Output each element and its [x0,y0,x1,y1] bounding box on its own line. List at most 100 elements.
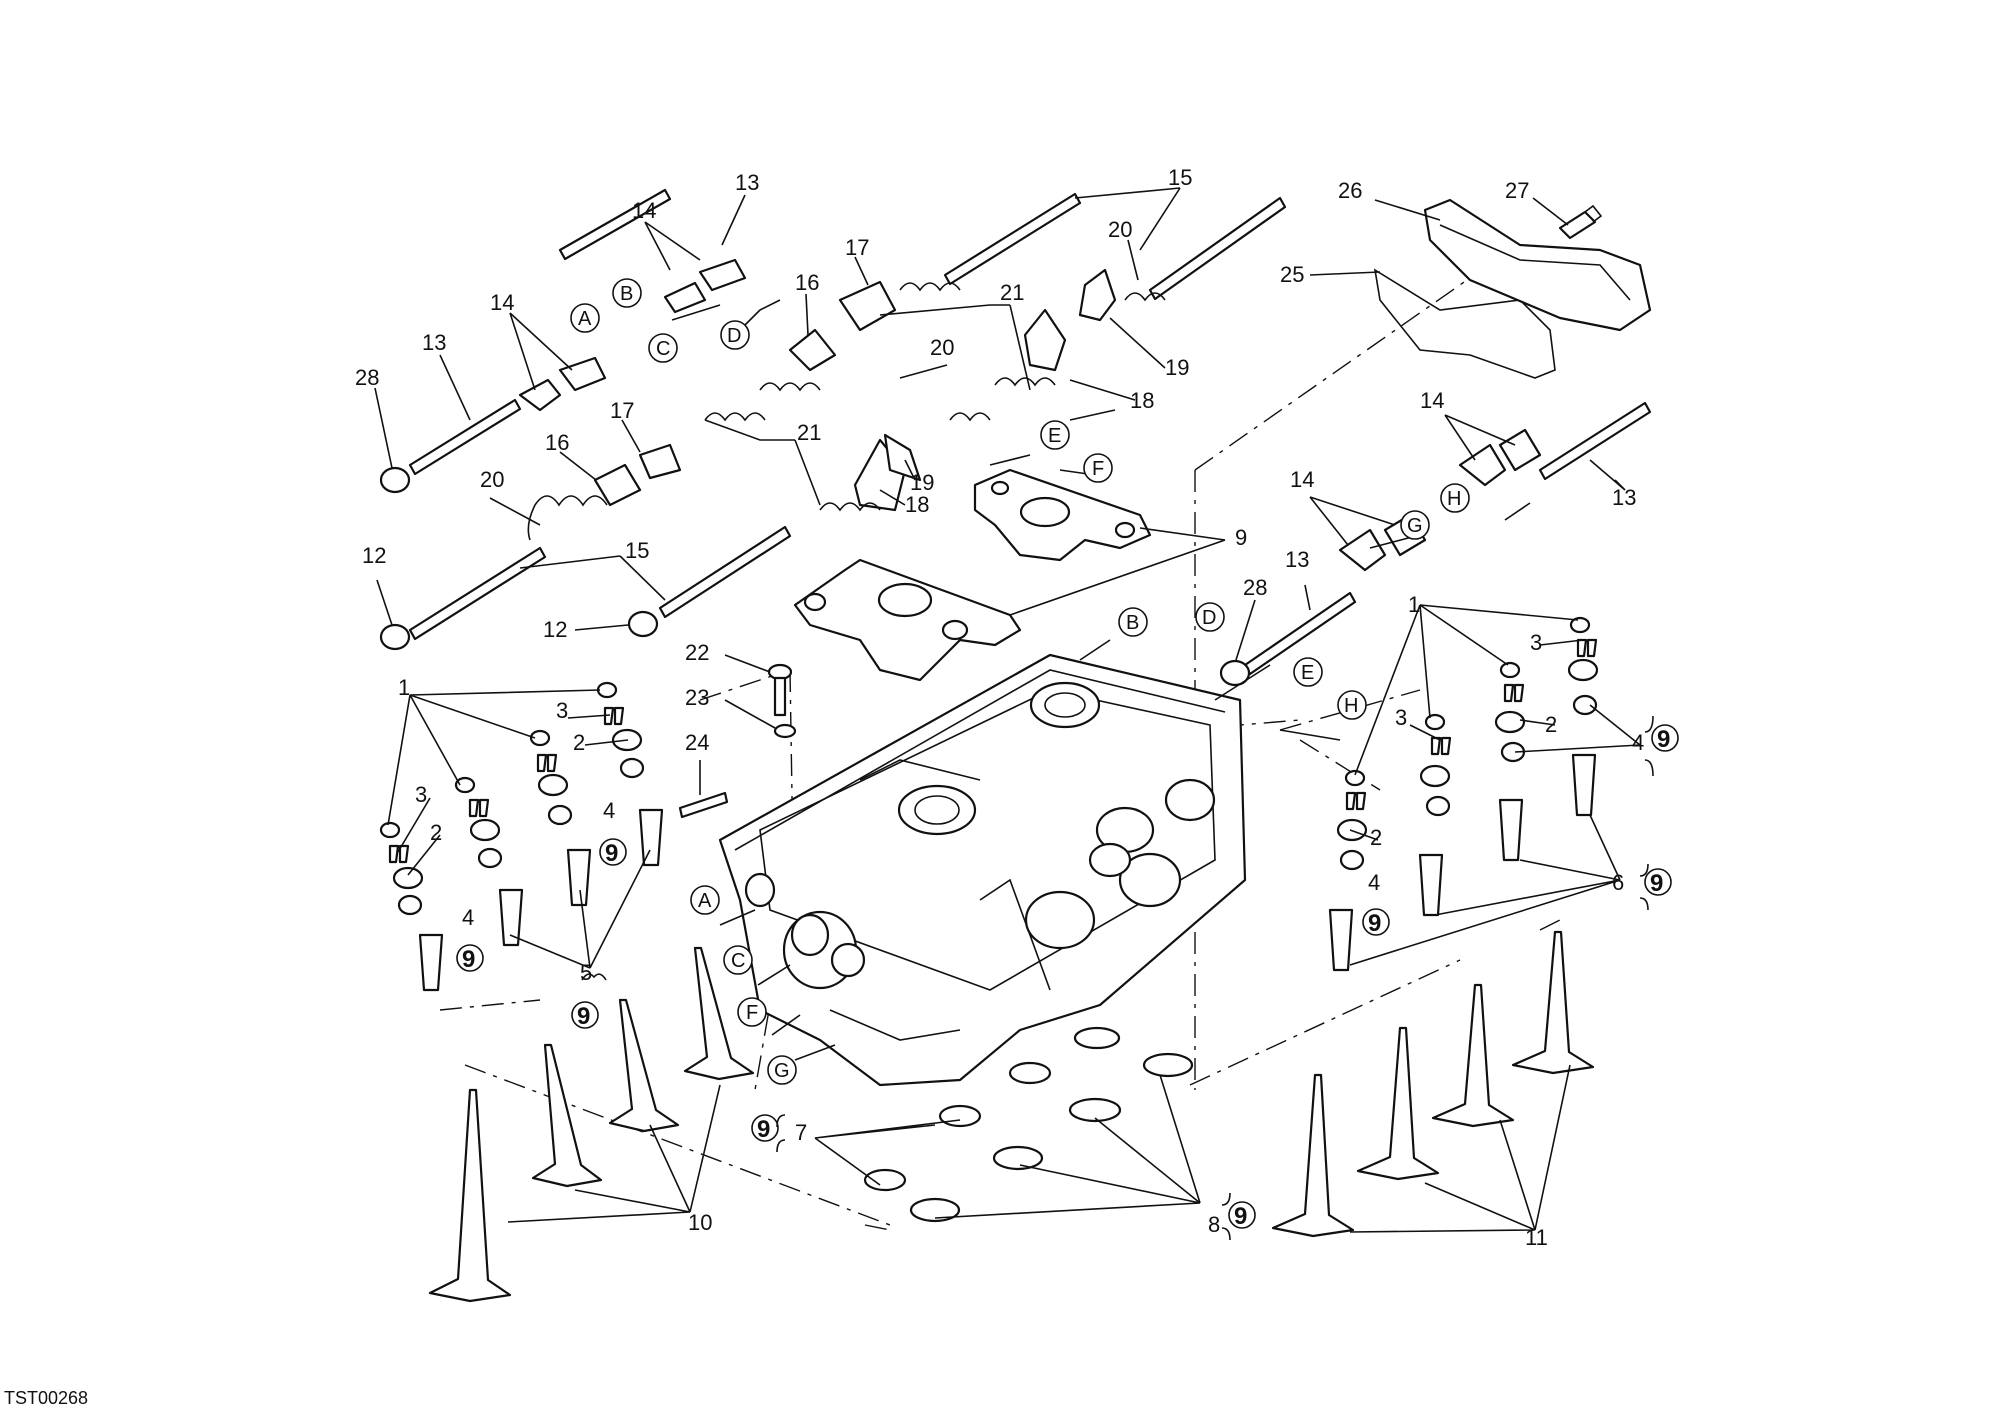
callout-14: 14 [1290,467,1314,492]
shaft-15-upper-right [943,192,1082,286]
spring-20-mid [949,412,991,422]
callout-14: 14 [1420,388,1444,413]
spring-21-left-b [759,382,821,392]
callout-11: 11 [1525,1225,1548,1250]
callout-13: 13 [1285,547,1309,572]
spring-21-left [704,412,766,422]
callout-18: 18 [1130,388,1154,413]
plug-12-left [379,623,411,651]
callout-15: 15 [1168,165,1192,190]
callout-28: 28 [355,365,379,390]
ref-g-head: G [774,1060,790,1082]
shaft-13-upper-left [408,398,522,476]
callout-20: 20 [1108,217,1132,242]
callout-7: 7 [795,1120,807,1145]
callout-16: 16 [545,430,569,455]
plug-12-mid [627,610,659,638]
callout-13: 13 [422,330,446,355]
callout-14: 14 [490,290,514,315]
shaft-13-far-right [1538,401,1652,481]
shaft-15-right [1148,196,1287,301]
ref-c-head: C [731,950,745,972]
callout-21: 21 [1000,280,1024,305]
symbol-9-f: 9 [1650,870,1663,897]
shaft-15-mid [658,525,792,619]
cylinder-head [718,653,1247,1087]
valve-components-left [379,681,664,992]
callout-8: 8 [1208,1212,1220,1237]
callout-26: 26 [1338,178,1362,203]
leader-lines [374,187,1641,1233]
ref-g-right: G [1407,515,1423,537]
spring-20-left [527,495,608,541]
camshaft-cap-front [793,558,1022,682]
ref-d-head: D [1202,607,1216,629]
symbol-9-d: 9 [1657,726,1670,753]
ref-a-head: A [698,890,712,912]
valve-components-right [1328,616,1599,972]
callout-19: 19 [1165,355,1189,380]
callout-2: 2 [1370,825,1382,850]
callout-2: 2 [573,730,585,755]
callout-3: 3 [415,782,427,807]
callout-4: 4 [603,798,615,823]
symbol-9-g: 9 [757,1116,770,1143]
symbol-9-c: 9 [577,1003,590,1030]
washer-23 [773,723,797,739]
symbol-9-h: 9 [1234,1203,1247,1230]
drawing-code: TST00268 [4,1388,89,1408]
callout-9: 9 [1235,525,1247,550]
callout-12: 12 [362,543,386,568]
ref-e-head: E [1301,662,1314,684]
callout-13: 13 [1612,485,1636,510]
callout-1: 1 [398,675,410,700]
callout-21: 21 [797,420,821,445]
callout-4: 4 [1368,870,1380,895]
callout-20: 20 [930,335,954,360]
callout-1: 1 [1408,592,1420,617]
ref-c-top: C [656,338,670,360]
nine-symbols: 9 9 9 9 9 9 9 9 [456,715,1679,1241]
callout-19: 19 [910,470,934,495]
part-callouts: 13 14 17 16 15 20 21 20 19 18 14 13 28 1… [355,165,1644,1250]
callout-4: 4 [1632,730,1644,755]
callout-20: 20 [480,467,504,492]
callout-15: 15 [625,538,649,563]
valve-seat-rings [863,1026,1194,1223]
shafts [408,188,1652,819]
callout-28: 28 [1243,575,1267,600]
ref-f-top: F [1092,458,1104,480]
shaft-13-top [558,188,672,261]
callout-3: 3 [1395,705,1407,730]
spring-21-right [994,377,1056,387]
callout-18: 18 [905,492,929,517]
callout-17: 17 [845,235,869,260]
spring-21-mid [819,502,881,512]
ref-b-head: B [1126,612,1139,634]
camshaft-cap-rear [973,468,1152,562]
ref-a-top: A [578,308,592,330]
ref-b-top: B [620,283,633,305]
cover-assembly [1373,198,1652,379]
callout-22: 22 [685,640,709,665]
spring-20-right [1124,292,1166,302]
ref-h-head: H [1344,695,1358,717]
callout-6: 6 [1612,870,1624,895]
springs [527,282,1166,541]
callout-13: 13 [735,170,759,195]
spring-top [899,282,961,292]
callout-2: 2 [1545,712,1557,737]
gasket-25 [1373,268,1556,379]
callout-17: 17 [610,398,634,423]
plug-28-right [1219,659,1251,687]
cover-26 [1423,198,1652,332]
symbol-9-a: 9 [605,840,618,867]
callout-5: 5 [580,960,592,985]
ref-f-head: F [746,1002,758,1024]
symbol-9-e: 9 [1368,910,1381,937]
stud-24 [678,791,729,819]
callout-23: 23 [685,685,709,710]
callout-16: 16 [795,270,819,295]
callout-25: 25 [1280,262,1304,287]
